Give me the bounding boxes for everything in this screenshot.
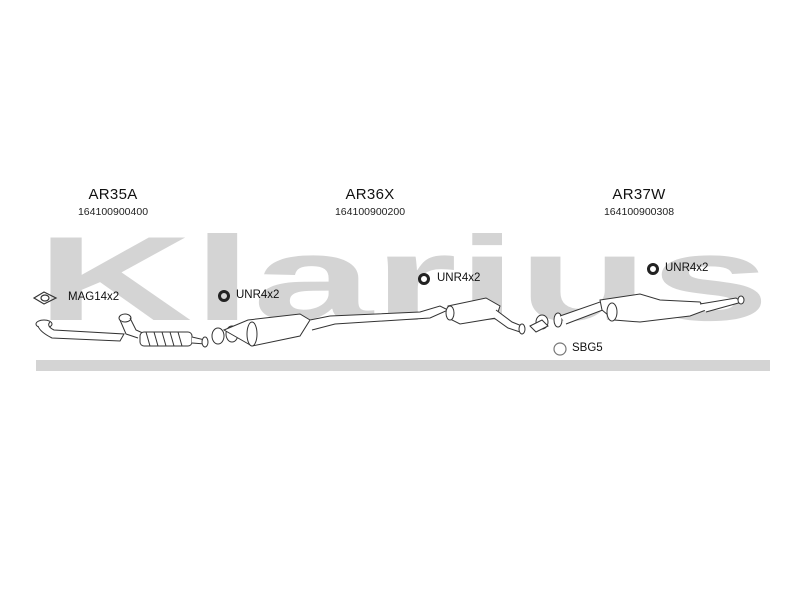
- part-code-ar36x: AR36X: [345, 186, 395, 203]
- watermark: Klarius: [36, 212, 770, 371]
- rubber-ring-icon: [418, 273, 430, 285]
- part-code-ar35a: AR35A: [88, 186, 138, 203]
- rubber-ring-icon: [647, 263, 659, 275]
- part-number-ar35a: 164100900400: [77, 206, 149, 218]
- part-number-ar36x: 164100900200: [334, 206, 406, 218]
- rear-box: [529, 293, 745, 333]
- part-code-ar37w: AR37W: [612, 186, 666, 203]
- fitting-label-unr4x2: UNR4x2: [437, 272, 481, 284]
- fitting-label-mag14x2: MAG14x2: [68, 291, 120, 303]
- rubber-ring-icon: [218, 290, 230, 302]
- centre-section: [211, 297, 526, 347]
- fitting-label-unr4x2: UNR4x2: [236, 289, 280, 301]
- watermark-underline: [36, 360, 770, 371]
- gasket-icon: [32, 291, 58, 305]
- watermark-text: Klarius: [36, 212, 770, 346]
- front-pipe: [35, 313, 209, 348]
- fitting-label-unr4x2: UNR4x2: [665, 262, 709, 274]
- ring-icon: [553, 342, 567, 356]
- fitting-label-sbg5: SBG5: [572, 342, 603, 354]
- part-number-ar37w: 164100900308: [603, 206, 675, 218]
